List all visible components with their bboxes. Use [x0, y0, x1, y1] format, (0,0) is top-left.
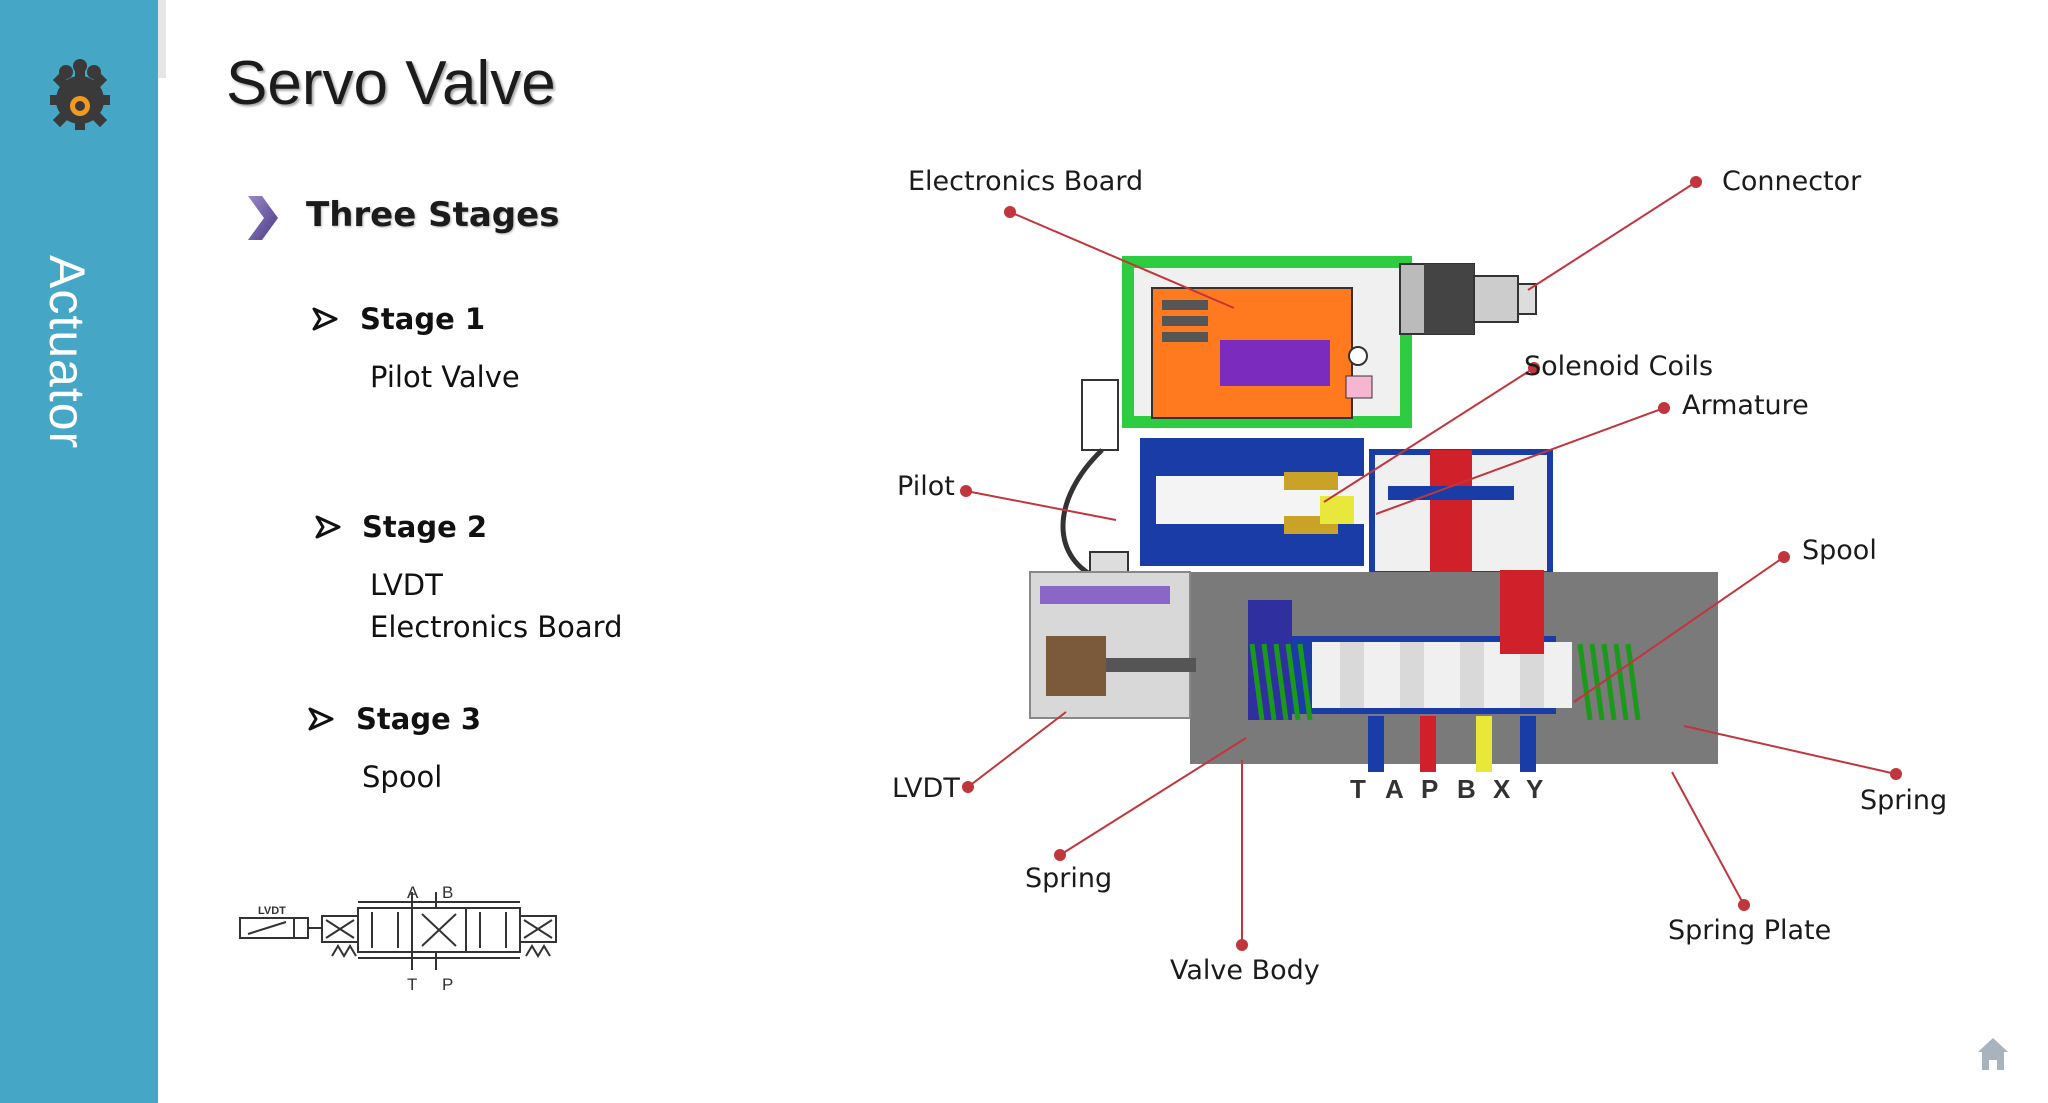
servo-valve-cutaway: T A P B X Y [960, 176, 1902, 951]
section-heading: Three Stages [306, 195, 560, 235]
stage-1-label: Stage 1 [360, 302, 486, 336]
sidebar: Actuator [0, 0, 158, 1103]
stage-1-item: Pilot Valve [370, 360, 520, 394]
callout-lvdt: LVDT [892, 773, 960, 804]
symbol-port-p: P [442, 975, 453, 994]
page-title: Servo Valve [226, 49, 556, 118]
port-a-label: A [1385, 774, 1404, 804]
symbol-port-b: B [442, 884, 453, 902]
stage-2-item: Electronics Board [370, 610, 623, 644]
arrow-bullet-icon [312, 307, 338, 331]
port-b-label: B [1457, 774, 1476, 804]
symbol-port-t: T [407, 975, 417, 994]
valve-symbol: LVDT A B T P [239, 884, 557, 994]
stage-2-label: Stage 2 [362, 510, 488, 544]
callout-spring-left: Spring [1025, 863, 1113, 894]
chevron-right-icon [248, 196, 278, 240]
callout-valve-body: Valve Body [1170, 955, 1320, 986]
stage-3-item: Spool [362, 760, 443, 794]
callout-spring-plate: Spring Plate [1668, 915, 1832, 946]
port-x-label: X [1493, 774, 1511, 804]
arrow-bullet-icon [315, 515, 341, 539]
stage-2-item: LVDT [370, 568, 443, 602]
gear-people-icon [50, 59, 110, 130]
port-p-label: P [1421, 774, 1438, 804]
callout-pilot: Pilot [897, 471, 955, 502]
symbol-lvdt-label: LVDT [258, 905, 286, 917]
callout-connector: Connector [1722, 166, 1862, 197]
port-t-label: T [1350, 774, 1366, 804]
callout-spring-right: Spring [1860, 785, 1948, 816]
callout-solenoid-coils: Solenoid Coils [1524, 351, 1714, 382]
sidebar-title: Actuator [39, 255, 95, 450]
stage-3-label: Stage 3 [356, 702, 482, 736]
arrow-bullet-icon [308, 707, 334, 731]
sidebar-edge [158, 0, 166, 78]
home-icon[interactable] [1976, 1036, 2010, 1072]
port-y-label: Y [1526, 774, 1543, 804]
symbol-port-a: A [407, 884, 419, 902]
callout-armature: Armature [1682, 390, 1809, 421]
callout-spool: Spool [1802, 535, 1877, 566]
callout-electronics-board: Electronics Board [908, 166, 1144, 197]
